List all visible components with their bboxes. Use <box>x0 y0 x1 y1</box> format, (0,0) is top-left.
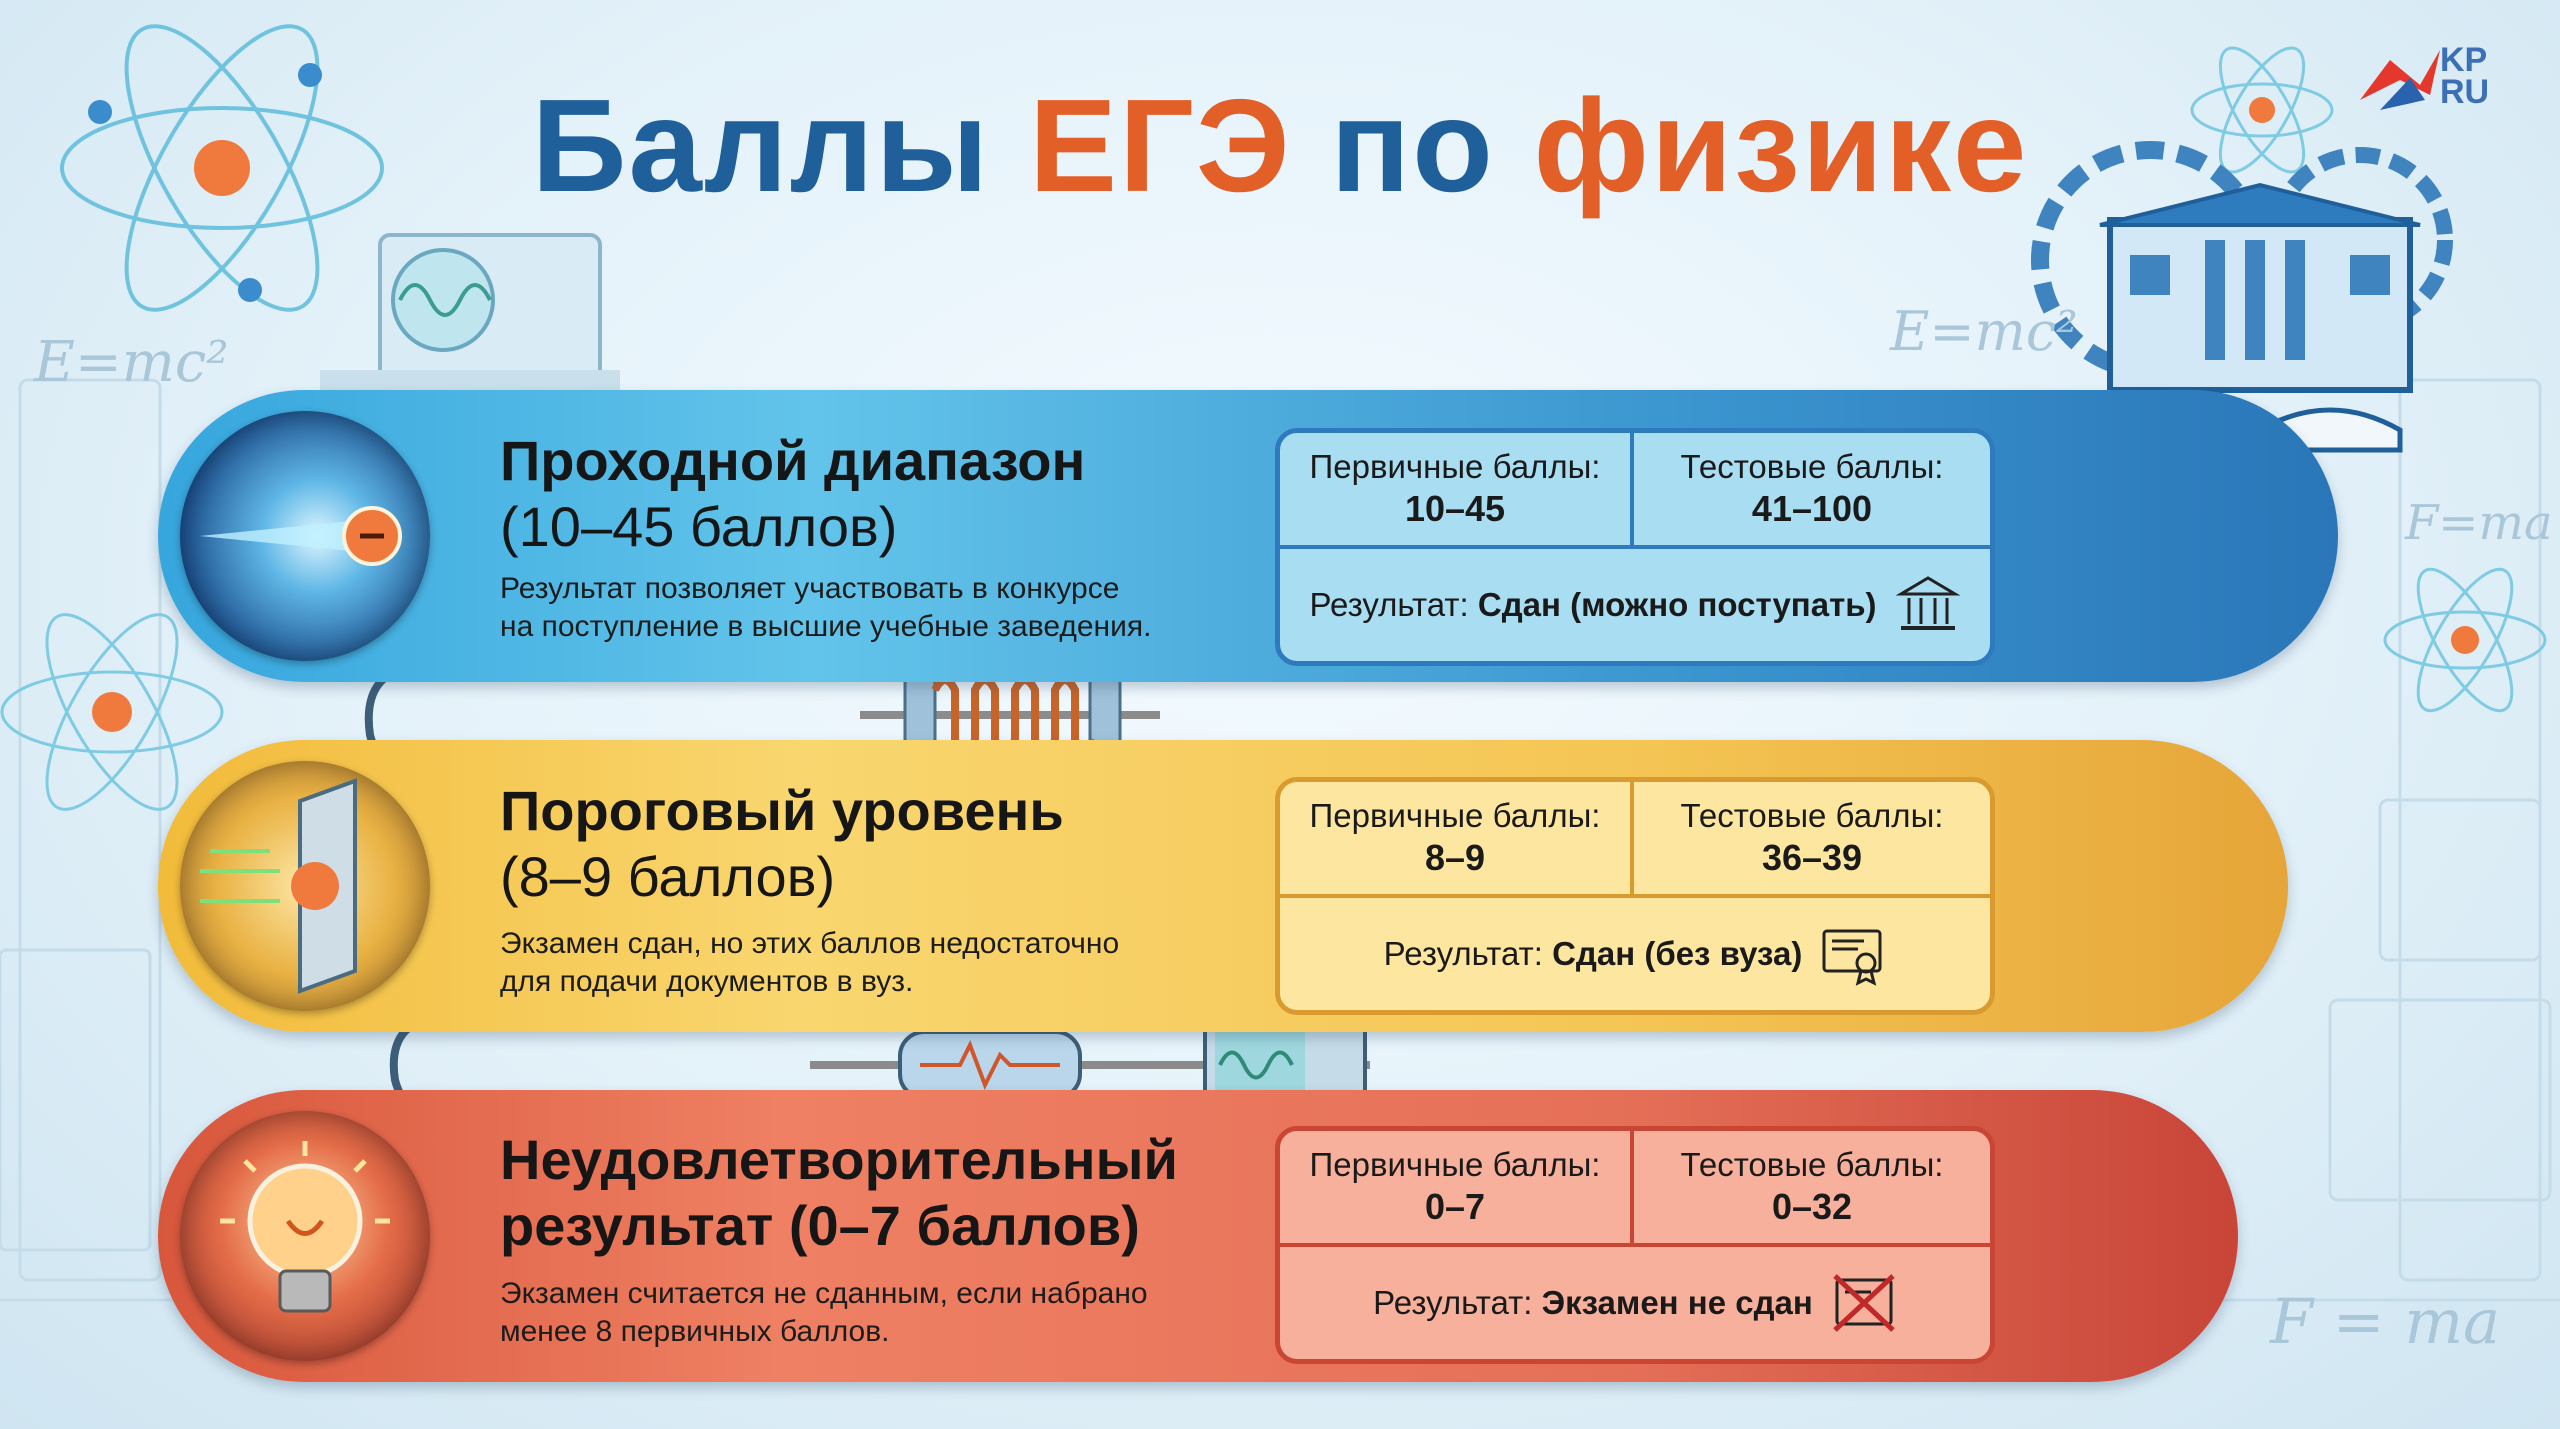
title-word: по <box>1330 72 1495 219</box>
title-word-highlight: физике <box>1533 72 2029 219</box>
level-heading: Пороговый уровень (8–9 баллов) <box>500 778 1064 910</box>
barrier-particle-icon <box>180 761 430 1011</box>
description-line: менее 8 первичных баллов. <box>500 1315 890 1348</box>
level-heading: Проходной диапазон (10–45 баллов) <box>500 428 1085 560</box>
heading-line: Пороговый уровень <box>500 779 1064 842</box>
formula-text: F = ma <box>2270 1285 2501 1358</box>
heading-line: (8–9 баллов) <box>500 845 836 908</box>
logo-line: KP <box>2440 41 2488 79</box>
kp-logo: KP RU <box>2440 41 2490 111</box>
crossed-document-icon <box>1833 1274 1895 1332</box>
primary-value: 8–9 <box>1424 837 1486 878</box>
result-value: Сдан (можно поступать) <box>1477 586 1877 623</box>
test-value: 36–39 <box>1761 837 1863 878</box>
description-line: Экзамен считается не сданным, если набра… <box>500 1277 1148 1310</box>
test-score-cell: Тестовые баллы: 36–39 <box>1634 782 1990 894</box>
university-gear-icon <box>2031 141 2453 453</box>
title-word: Баллы <box>531 72 991 219</box>
level-heading: Неудовлетворительный результат (0–7 балл… <box>500 1127 1178 1259</box>
test-value: 41–100 <box>1751 488 1873 529</box>
score-table: Первичные баллы: 10–45 Тестовые баллы: 4… <box>1275 428 1995 666</box>
heading-line: результат (0–7 баллов) <box>500 1194 1140 1257</box>
test-label: Тестовые баллы: <box>1680 448 1944 485</box>
title-word-highlight: ЕГЭ <box>1029 72 1292 219</box>
result-row: Результат: Сдан (без вуза) <box>1280 898 1990 1010</box>
test-value: 0–32 <box>1771 1186 1853 1227</box>
result-label: Результат: <box>1383 935 1543 972</box>
score-table: Первичные баллы: 8–9 Тестовые баллы: 36–… <box>1275 777 1995 1015</box>
primary-score-cell: Первичные баллы: 8–9 <box>1280 782 1630 894</box>
description-line: на поступление в высшие учебные заведени… <box>500 610 1152 643</box>
university-icon <box>1895 576 1961 630</box>
result-label: Результат: <box>1309 586 1469 623</box>
level-description: Экзамен сдан, но этих баллов недостаточн… <box>500 925 1260 1001</box>
score-table: Первичные баллы: 0–7 Тестовые баллы: 0–3… <box>1275 1126 1995 1364</box>
result-value: Сдан (без вуза) <box>1552 935 1803 972</box>
test-label: Тестовые баллы: <box>1680 1146 1944 1183</box>
atom-icon <box>60 24 384 312</box>
heading-line: Проходной диапазон <box>500 429 1086 492</box>
result-row: Результат: Сдан (можно поступать) <box>1280 549 1990 661</box>
kp-logo-icon <box>2360 50 2440 110</box>
description-line: для подачи документов в вуз. <box>500 965 914 998</box>
page-title: Баллы ЕГЭ по физике <box>0 70 2560 221</box>
primary-score-cell: Первичные баллы: 10–45 <box>1280 433 1630 545</box>
result-label: Результат: <box>1373 1284 1533 1321</box>
formula-text: F=ma <box>2405 495 2553 551</box>
result-value: Экзамен не сдан <box>1541 1284 1813 1321</box>
heading-line: (10–45 баллов) <box>500 495 898 558</box>
primary-value: 0–7 <box>1424 1186 1486 1227</box>
certificate-icon <box>1822 929 1882 986</box>
description-line: Экзамен сдан, но этих баллов недостаточн… <box>500 927 1120 960</box>
light-bulb-icon <box>180 1111 430 1361</box>
primary-score-cell: Первичные баллы: 0–7 <box>1280 1131 1630 1243</box>
description-line: Результат позволяет участвовать в конкур… <box>500 572 1120 605</box>
formula-text: E=mc² <box>1890 300 2078 363</box>
level-description: Результат позволяет участвовать в конкур… <box>500 570 1260 646</box>
electron-icon <box>180 411 430 661</box>
primary-label: Первичные баллы: <box>1309 1146 1601 1183</box>
heading-line: Неудовлетворительный <box>500 1128 1178 1191</box>
test-score-cell: Тестовые баллы: 41–100 <box>1634 433 1990 545</box>
primary-label: Первичные баллы: <box>1309 797 1601 834</box>
logo-line: RU <box>2440 73 2490 111</box>
primary-label: Первичные баллы: <box>1309 448 1601 485</box>
formula-text: E=mc² <box>34 330 229 395</box>
primary-value: 10–45 <box>1404 488 1506 529</box>
test-score-cell: Тестовые баллы: 0–32 <box>1634 1131 1990 1243</box>
result-row: Результат: Экзамен не сдан <box>1280 1247 1990 1359</box>
test-label: Тестовые баллы: <box>1680 797 1944 834</box>
level-description: Экзамен считается не сданным, если набра… <box>500 1275 1260 1351</box>
